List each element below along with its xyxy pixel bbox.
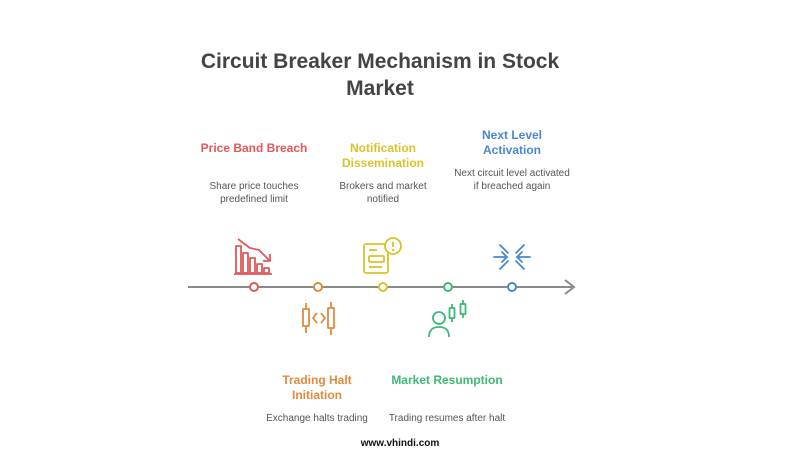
timeline-arrowhead [564, 279, 576, 295]
timeline-node-1 [249, 282, 259, 292]
converging-arrows-icon [493, 244, 531, 270]
website-watermark: www.vhindi.com [360, 438, 440, 449]
step-2-description: Exchange halts trading [266, 413, 368, 424]
step-2-title: Trading Halt Initiation [282, 373, 352, 402]
step-4-title: Market Resumption [391, 373, 503, 387]
notification-alert-icon [363, 237, 402, 274]
step-1-title: Price Band Breach [200, 141, 308, 155]
timeline-node-2 [313, 282, 323, 292]
step-3-description: Brokers and market notified [339, 181, 427, 205]
step-4-description: Trading resumes after halt [388, 413, 506, 424]
diagram-title: Circuit Breaker Mechanism in Stock Marke… [200, 50, 560, 100]
step-5-title: Next Level Activation [481, 128, 543, 157]
timeline-node-3 [378, 282, 388, 292]
trader-with-candlesticks-icon [428, 300, 467, 338]
timeline-node-5 [507, 282, 517, 292]
step-3-title: Notification Dissemination [341, 141, 425, 170]
step-1-description: Share price touches predefined limit [209, 181, 299, 205]
halted-candlesticks-icon [302, 302, 335, 335]
falling-bar-chart-icon [234, 238, 272, 275]
timeline-node-4 [443, 282, 453, 292]
step-5-description: Next circuit level activated if breached… [454, 168, 570, 192]
